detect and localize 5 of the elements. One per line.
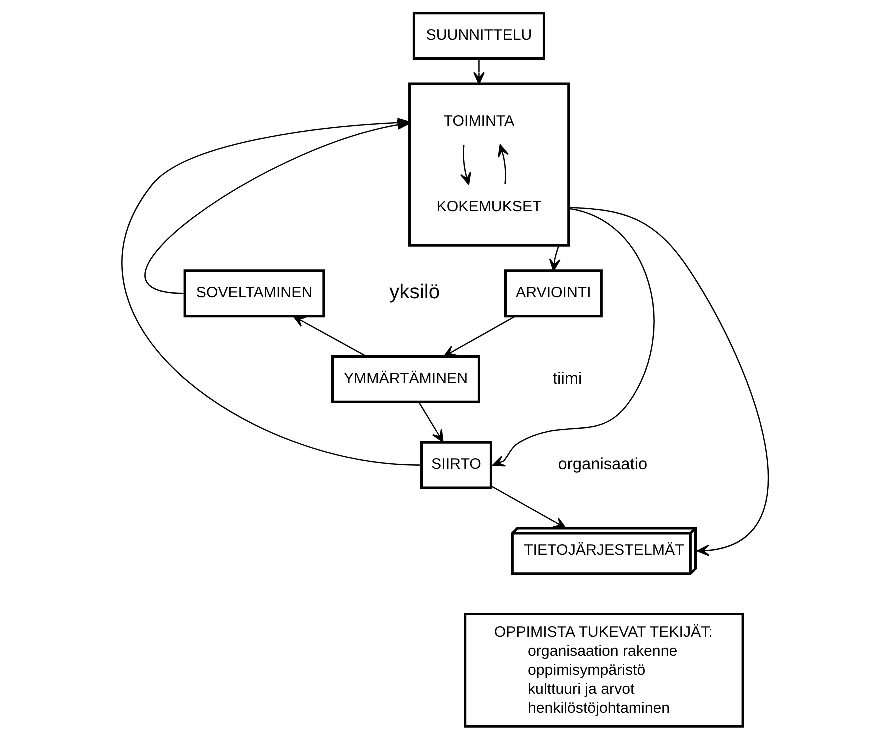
label: yksilö (390, 281, 440, 304)
node-text: TOIMINTA (444, 112, 515, 130)
label: tiimi (553, 370, 582, 388)
node-text: KOKEMUKSET (436, 198, 542, 216)
label: organisaatio (558, 456, 648, 474)
